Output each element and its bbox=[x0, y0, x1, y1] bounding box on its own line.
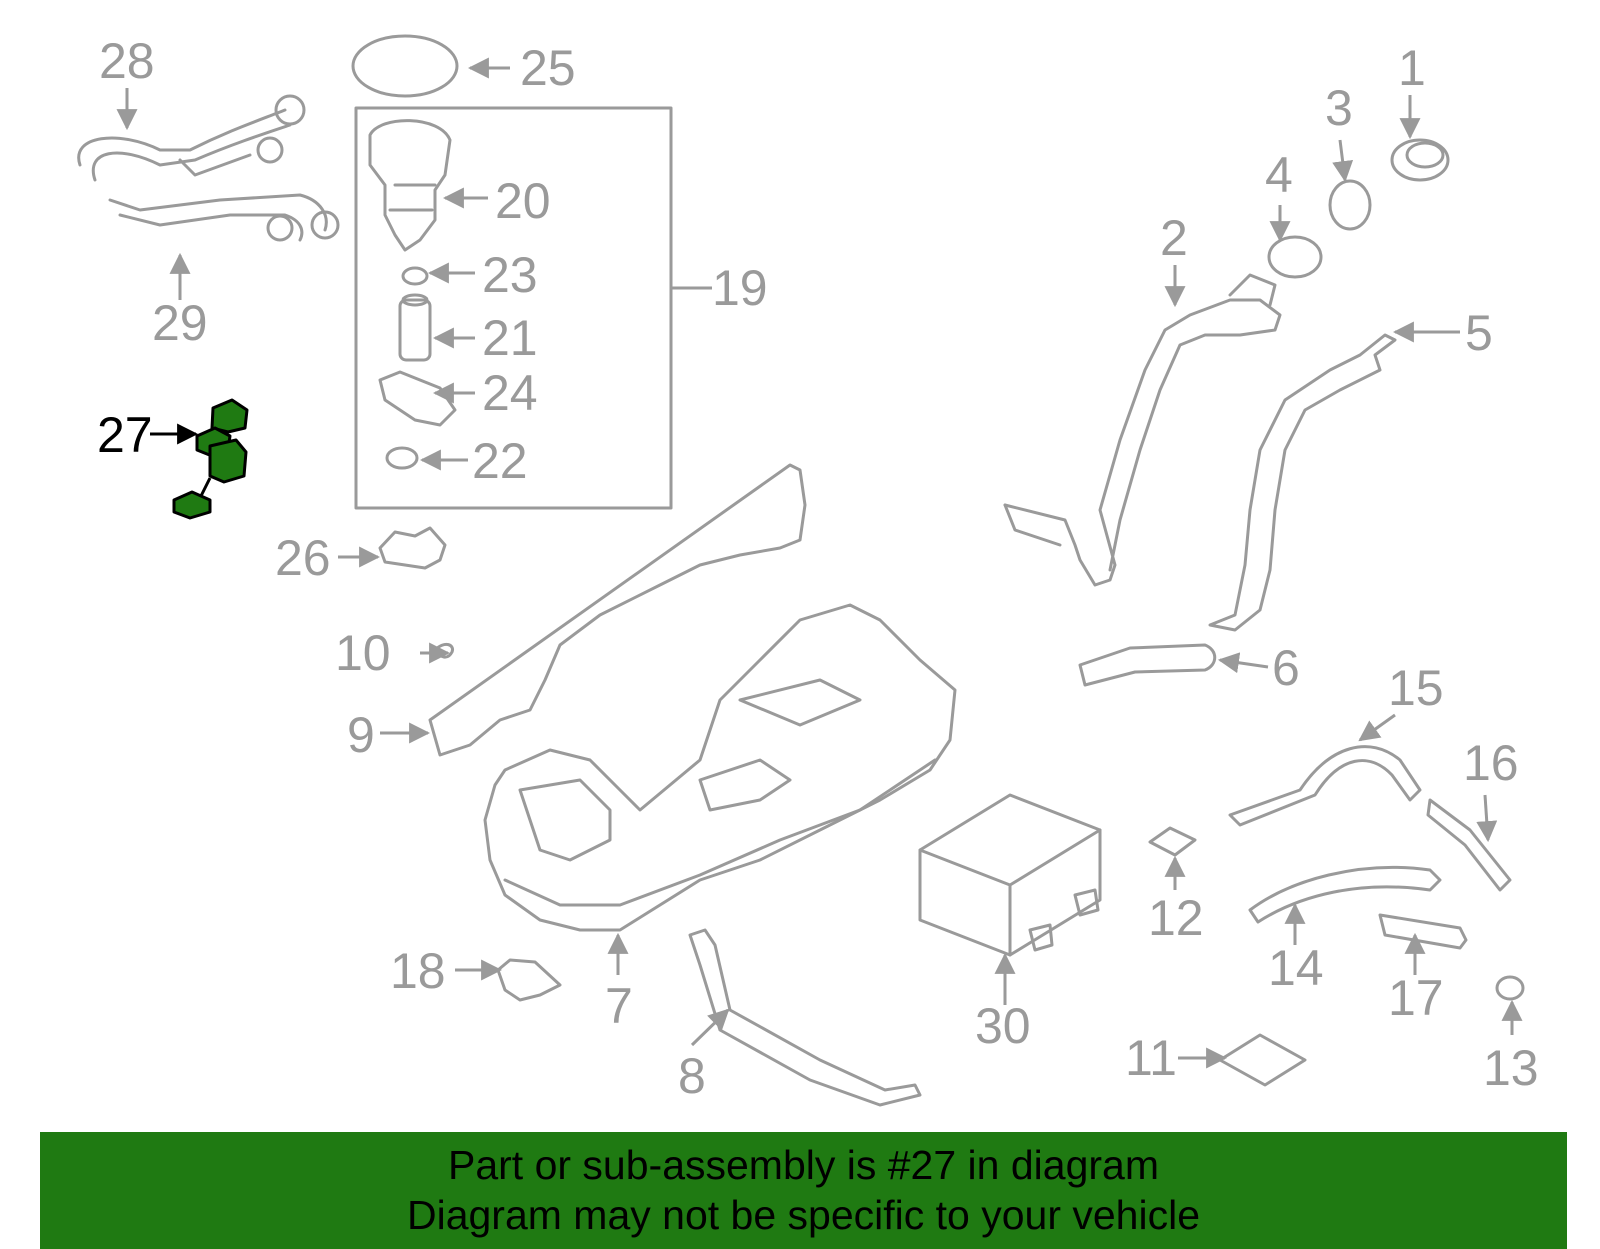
callout-19: 19 bbox=[712, 260, 768, 316]
callout-16: 16 bbox=[1463, 735, 1519, 791]
seal-23 bbox=[401, 266, 429, 286]
callout-9: 9 bbox=[347, 707, 375, 763]
callout-15: 15 bbox=[1388, 660, 1444, 716]
fuel-pump-module-20 bbox=[368, 119, 452, 252]
callout-3: 3 bbox=[1325, 80, 1353, 136]
callout-1: 1 bbox=[1398, 40, 1426, 96]
callout-13: 13 bbox=[1483, 1040, 1539, 1096]
ring-4 bbox=[1267, 235, 1323, 279]
callout-10: 10 bbox=[335, 625, 391, 681]
callout-29: 29 bbox=[152, 295, 208, 351]
fuel-cap-1 bbox=[1390, 138, 1450, 182]
hose-16 bbox=[1426, 798, 1512, 892]
filler-housing-5 bbox=[1208, 333, 1397, 632]
gasket-26 bbox=[378, 526, 447, 570]
banner-line-part-number: Part or sub-assembly is #27 in diagram bbox=[448, 1142, 1159, 1188]
callout-5: 5 bbox=[1465, 305, 1493, 361]
clip-10 bbox=[433, 642, 455, 659]
callout-23: 23 bbox=[482, 247, 538, 303]
callout-25: 25 bbox=[520, 40, 576, 96]
hose-14 bbox=[1248, 865, 1442, 924]
hose-6 bbox=[1078, 643, 1217, 687]
pad-11 bbox=[1218, 1033, 1307, 1087]
callout-8: 8 bbox=[678, 1048, 706, 1104]
callout-18: 18 bbox=[390, 943, 446, 999]
callout-27: 27 bbox=[97, 407, 153, 463]
hose-15 bbox=[1228, 745, 1422, 827]
vent-hose-assembly bbox=[77, 94, 340, 242]
callout-24: 24 bbox=[482, 365, 538, 421]
tank-strap-8 bbox=[688, 928, 922, 1107]
callout-28: 28 bbox=[99, 33, 155, 89]
callout-30: 30 bbox=[975, 998, 1031, 1054]
leader-arrows bbox=[116, 57, 1523, 1069]
filter-21 bbox=[398, 293, 432, 362]
callout-6: 6 bbox=[1272, 640, 1300, 696]
pad-12 bbox=[1148, 826, 1197, 857]
callout-26: 26 bbox=[275, 530, 331, 586]
callout-11: 11 bbox=[1125, 1030, 1177, 1086]
clamp-18 bbox=[496, 958, 562, 1002]
charcoal-canister-30 bbox=[918, 793, 1102, 957]
callout-2: 2 bbox=[1160, 210, 1188, 266]
callout-21: 21 bbox=[482, 310, 538, 366]
info-banner: Part or sub-assembly is #27 in diagram D… bbox=[40, 1132, 1567, 1249]
callout-14: 14 bbox=[1268, 940, 1324, 996]
lock-ring-25 bbox=[351, 34, 459, 98]
fuel-tank-7 bbox=[483, 603, 957, 932]
strainer-24 bbox=[378, 370, 457, 427]
seal-3 bbox=[1328, 179, 1372, 231]
callout-20: 20 bbox=[495, 173, 551, 229]
banner-line-disclaimer: Diagram may not be specific to your vehi… bbox=[406, 1192, 1200, 1238]
callout-labels: 28 29 25 20 23 21 24 22 19 26 10 9 7 18 … bbox=[97, 33, 1539, 1104]
heat-shield-9 bbox=[428, 463, 807, 757]
hose-17 bbox=[1378, 913, 1468, 950]
o-ring-22 bbox=[385, 446, 419, 470]
callout-4: 4 bbox=[1265, 147, 1293, 203]
callout-22: 22 bbox=[472, 433, 528, 489]
callout-7: 7 bbox=[605, 978, 633, 1034]
filler-neck-2 bbox=[1003, 298, 1282, 587]
callout-17: 17 bbox=[1388, 970, 1444, 1026]
plug-13 bbox=[1495, 975, 1525, 1001]
callout-12: 12 bbox=[1148, 890, 1204, 946]
fuel-pump-assembly-box bbox=[354, 106, 673, 510]
fuel-level-sender-27 bbox=[172, 398, 249, 520]
